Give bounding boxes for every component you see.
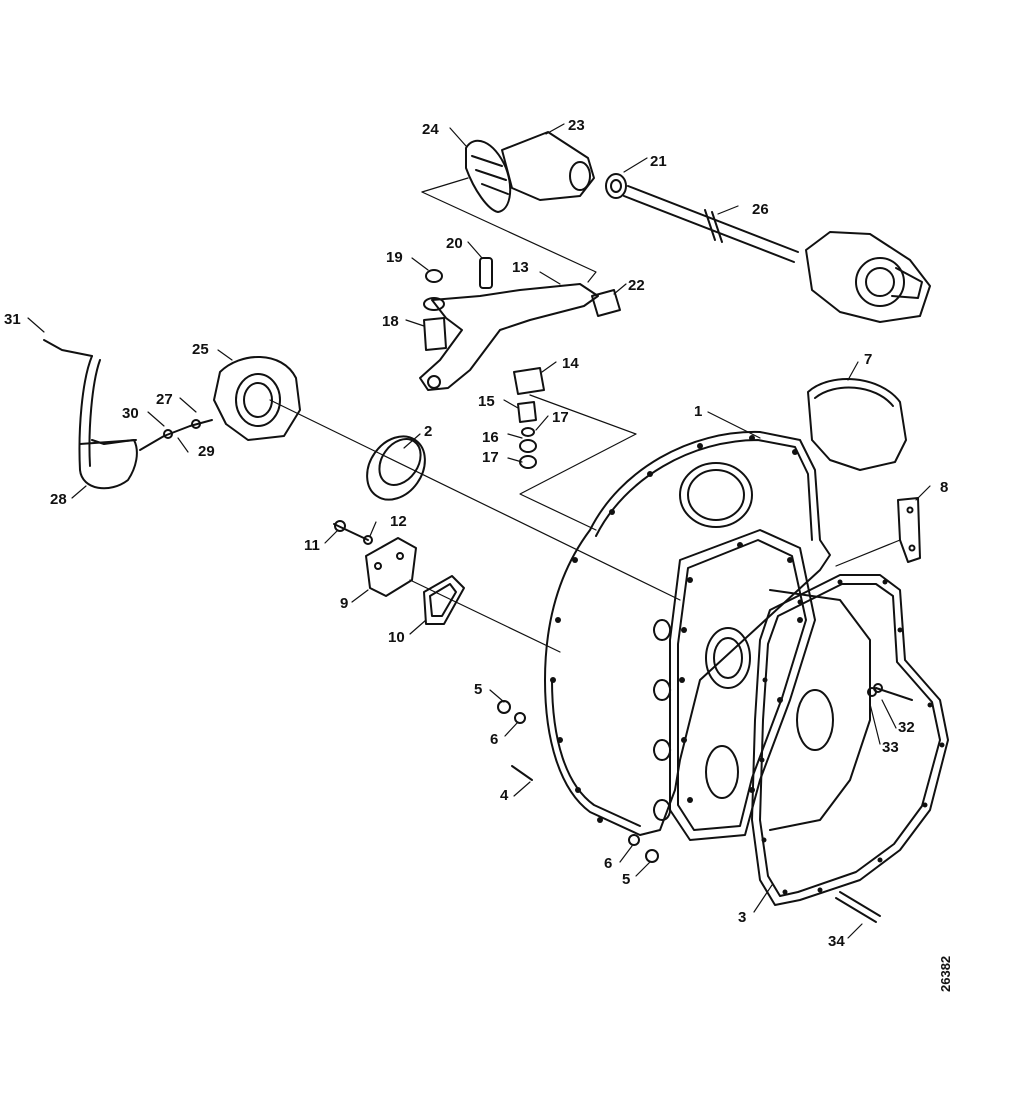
callout-7: 7 — [864, 351, 872, 368]
assembly-axis — [269, 399, 901, 653]
callout-30: 30 — [122, 405, 139, 422]
leader-lines — [27, 123, 931, 939]
callout-11: 11 — [304, 537, 320, 554]
callout-17-lower: 17 — [482, 449, 499, 466]
nut-part-5-lower — [645, 849, 659, 863]
washer-part-6-lower — [628, 834, 640, 846]
callout-5-lower: 5 — [622, 871, 630, 888]
pin-part-20 — [479, 257, 493, 289]
bolt-part-32 — [873, 683, 913, 701]
hub-flange-part — [805, 231, 931, 323]
callout-21: 21 — [650, 153, 667, 170]
callout-8: 8 — [940, 479, 948, 496]
washer-part-6-upper — [514, 712, 526, 724]
nut-part-5-upper — [497, 700, 511, 714]
bolt-part-11 — [333, 520, 369, 541]
callout-24: 24 — [422, 121, 439, 138]
callout-18: 18 — [382, 313, 399, 330]
callout-6-upper: 6 — [490, 731, 498, 748]
guide-line-2 — [519, 394, 637, 531]
callout-1: 1 — [694, 403, 702, 420]
bracket-part-8 — [897, 497, 921, 563]
boot-part-24 — [465, 139, 512, 213]
callout-26: 26 — [752, 201, 769, 218]
nut-part-19 — [425, 269, 443, 283]
flange-bolts — [679, 542, 803, 803]
washer-part-33 — [867, 687, 877, 697]
cable-part-28 — [43, 339, 213, 490]
callout-16: 16 — [482, 429, 499, 446]
bearing-housing-part-25 — [213, 356, 301, 441]
callout-32: 32 — [898, 719, 915, 736]
block-part-22 — [591, 289, 621, 317]
callout-13: 13 — [512, 259, 529, 276]
callout-17-upper: 17 — [552, 409, 569, 426]
callout-10: 10 — [388, 629, 405, 646]
callout-29: 29 — [198, 443, 215, 460]
seal-part-2 — [366, 435, 426, 501]
callout-20: 20 — [446, 235, 463, 252]
callout-3: 3 — [738, 909, 746, 926]
callout-6-lower: 6 — [604, 855, 612, 872]
bolt-part-18 — [423, 297, 447, 351]
gasket-part-3 — [751, 574, 949, 906]
washer-part-12 — [363, 535, 373, 545]
callout-23: 23 — [568, 117, 585, 134]
stud-part-4 — [511, 765, 533, 781]
housing-part-1 — [544, 430, 871, 841]
callout-4: 4 — [500, 787, 509, 804]
lever-part-13 — [419, 283, 599, 391]
part-15 — [517, 401, 537, 423]
bushing-part-21 — [605, 173, 627, 199]
callout-28: 28 — [50, 491, 67, 508]
callout-22: 22 — [628, 277, 645, 294]
cover-plate-part-9 — [365, 537, 417, 597]
callout-2: 2 — [424, 423, 432, 440]
callout-9: 9 — [340, 595, 348, 612]
callout-31: 31 — [4, 311, 21, 328]
shaft-part-26 — [623, 185, 799, 263]
callout-labels: 1 2 3 4 5 5 6 6 7 8 9 10 11 12 13 14 15 … — [4, 117, 948, 950]
part-14 — [513, 367, 545, 395]
housing-part-23 — [501, 131, 595, 201]
callout-15: 15 — [478, 393, 495, 410]
callout-19: 19 — [386, 249, 403, 266]
callout-25: 25 — [192, 341, 209, 358]
callout-33: 33 — [882, 739, 899, 756]
gasket-bolt-holes — [759, 579, 945, 895]
cover-part-7 — [807, 378, 907, 471]
drawing-number: 26382 — [938, 956, 953, 992]
gasket-part-10 — [423, 575, 465, 625]
callout-34: 34 — [828, 933, 845, 950]
callout-27: 27 — [156, 391, 173, 408]
guide-line — [421, 177, 597, 283]
callout-5-upper: 5 — [474, 681, 482, 698]
callout-12: 12 — [390, 513, 407, 530]
dowel-part-34 — [835, 891, 881, 923]
callout-14: 14 — [562, 355, 579, 372]
housing-bolts — [550, 435, 798, 823]
